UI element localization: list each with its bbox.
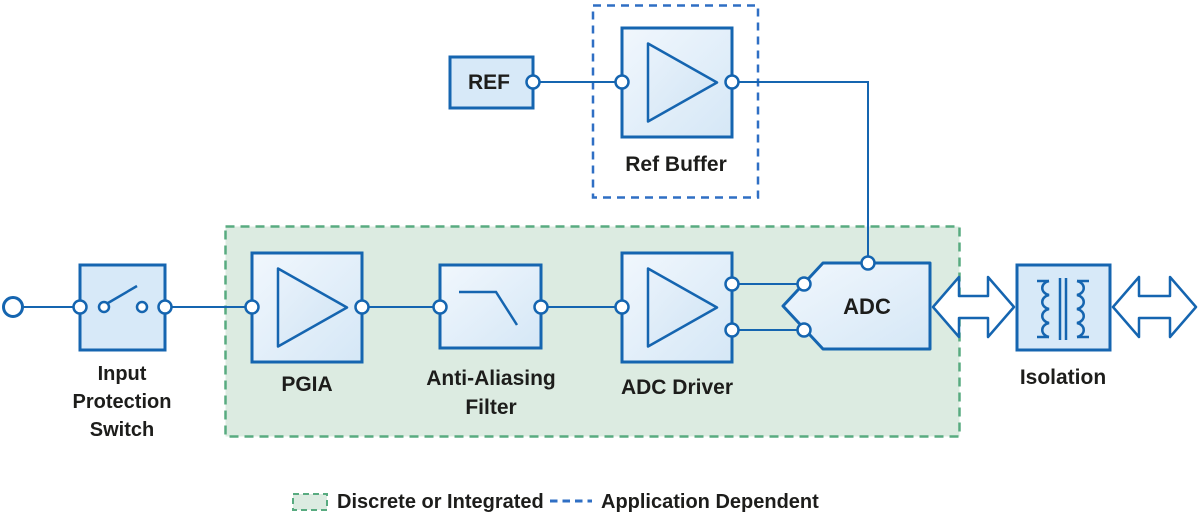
application-dependent-box xyxy=(591,4,760,199)
anti-aliasing-filter-block xyxy=(438,263,543,350)
ref-buffer-amp-icon xyxy=(646,42,719,123)
switch-icon xyxy=(97,284,149,314)
input-protection-switch-label: Input Protection Switch xyxy=(72,363,172,441)
isolation-block xyxy=(1015,263,1112,352)
adc-driver-amp-icon xyxy=(646,267,719,348)
terminal-nodes xyxy=(2,74,876,338)
legend-discrete-or-integrated: Discrete or Integrated xyxy=(337,491,544,513)
adc-label: ADC xyxy=(843,294,891,319)
connection-lines xyxy=(13,81,869,331)
adc-isolation-arrow-icon xyxy=(931,275,1016,339)
wire-buffer-to-adc xyxy=(732,81,869,263)
adc-driver-label: ADC Driver xyxy=(620,376,734,399)
transformer-icon xyxy=(1037,278,1089,340)
isolation-label: Isolation xyxy=(1019,366,1107,389)
legend-green-swatch xyxy=(292,493,328,511)
ref-label: REF xyxy=(468,71,510,94)
input-protection-switch-block xyxy=(78,263,167,352)
analog-input-terminal xyxy=(2,296,24,318)
ref-buffer-label: Ref Buffer xyxy=(625,153,727,176)
legend-application-dependent: Application Dependent xyxy=(601,491,819,513)
isolation-output-arrow-icon xyxy=(1111,275,1198,339)
low-pass-filter-icon xyxy=(459,290,519,326)
ref-block xyxy=(448,55,535,110)
pgia-amp-icon xyxy=(276,267,349,348)
pgia-label: PGIA xyxy=(281,373,333,396)
anti-aliasing-filter-label: Anti-Aliasing Filter xyxy=(426,367,556,419)
